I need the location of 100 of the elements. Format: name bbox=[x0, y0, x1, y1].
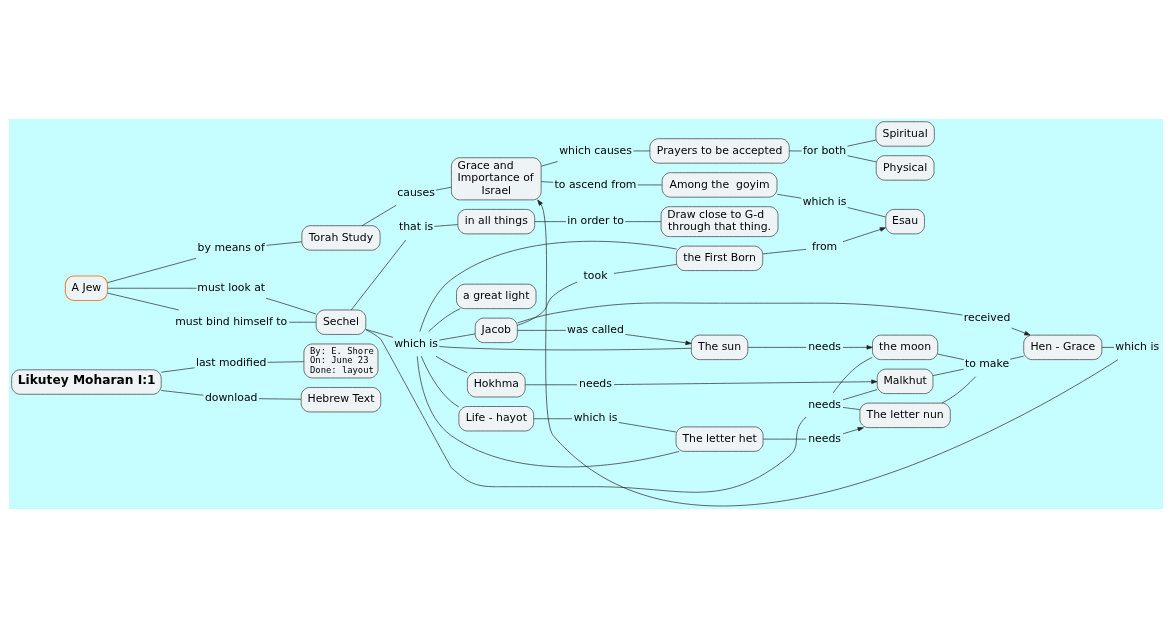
connector bbox=[435, 355, 468, 373]
connector bbox=[265, 297, 317, 314]
connector bbox=[533, 417, 573, 419]
node-box: Grace and Importance of Israel bbox=[451, 156, 542, 200]
connector bbox=[534, 220, 567, 222]
connector bbox=[107, 292, 180, 310]
node-box: the First Born bbox=[676, 245, 764, 271]
node-text: received bbox=[963, 310, 1011, 324]
arrow bbox=[624, 333, 692, 345]
arrow bbox=[842, 344, 873, 350]
arrow bbox=[613, 379, 878, 385]
node-box: Sechel bbox=[315, 309, 367, 335]
node-box: a great light bbox=[456, 283, 537, 309]
connector bbox=[517, 281, 578, 326]
node-text: that is bbox=[398, 219, 434, 233]
connector bbox=[1009, 355, 1025, 360]
connector bbox=[847, 206, 886, 217]
node-text: which is bbox=[1115, 339, 1160, 353]
connector bbox=[420, 355, 460, 407]
connector bbox=[747, 346, 807, 348]
connector bbox=[267, 360, 305, 363]
node-box: Prayers to be accepted bbox=[649, 137, 790, 163]
connector bbox=[524, 383, 578, 385]
arrow bbox=[1011, 327, 1031, 335]
node-text: from bbox=[811, 239, 838, 253]
connector bbox=[350, 239, 407, 310]
node-box: The letter nun bbox=[859, 402, 951, 428]
node-box: Life - hayot bbox=[458, 405, 534, 431]
node-box: in all things bbox=[457, 208, 535, 234]
connector bbox=[762, 438, 807, 439]
connector bbox=[762, 248, 807, 254]
node-text: needs bbox=[808, 431, 841, 445]
node-box: Jacob bbox=[474, 317, 518, 343]
node-text: which causes bbox=[559, 143, 632, 157]
arrow bbox=[842, 226, 886, 242]
node-box: Hen - Grace bbox=[1023, 334, 1103, 360]
connector bbox=[107, 257, 197, 283]
node-text: download bbox=[204, 390, 258, 404]
connector bbox=[416, 355, 680, 467]
connector bbox=[288, 321, 317, 323]
node-text: to ascend from bbox=[554, 177, 637, 191]
node-box: the moon bbox=[872, 334, 939, 360]
node-text: last modified bbox=[195, 355, 267, 369]
node-box: Malkhut bbox=[876, 368, 934, 394]
node-box: Hokhma bbox=[467, 371, 526, 397]
connector bbox=[434, 223, 458, 227]
connector bbox=[438, 345, 692, 350]
connector bbox=[776, 193, 802, 199]
connector bbox=[941, 375, 976, 403]
node-box: Torah Study bbox=[301, 224, 381, 250]
connector bbox=[161, 366, 196, 373]
node-text: took bbox=[583, 268, 608, 282]
connector bbox=[618, 421, 677, 432]
node-box: Esau bbox=[885, 208, 925, 234]
connector bbox=[842, 406, 861, 410]
arrow bbox=[842, 426, 864, 434]
connector bbox=[613, 263, 677, 274]
node-box: Spiritual bbox=[875, 120, 935, 147]
connector bbox=[361, 204, 397, 226]
node-text: was called bbox=[567, 322, 624, 336]
node-text: for both bbox=[803, 143, 847, 157]
arrow bbox=[537, 199, 1119, 505]
connector bbox=[541, 180, 554, 183]
node-text: needs bbox=[808, 339, 841, 353]
node-text: by means of bbox=[197, 240, 265, 254]
connector bbox=[419, 240, 677, 332]
node-box: Draw close to G-d through that thing. bbox=[660, 205, 779, 237]
node-text: must look at bbox=[197, 280, 266, 294]
node-box: The letter het bbox=[675, 426, 764, 452]
node-box: A Jew bbox=[64, 274, 109, 301]
connector bbox=[541, 160, 558, 166]
node-text: needs bbox=[579, 376, 612, 390]
connector bbox=[937, 353, 965, 360]
node-text: which is bbox=[394, 336, 438, 350]
node-box: Among the goyim bbox=[661, 171, 778, 197]
node-text: must bind himself to bbox=[175, 314, 288, 328]
connector bbox=[161, 389, 204, 396]
connector bbox=[842, 388, 878, 400]
node-text: which is bbox=[573, 410, 618, 424]
node-box: Hebrew Text bbox=[300, 386, 382, 412]
connector bbox=[439, 333, 476, 340]
node-box: By: E. Shore On: June 23 Done: layout bbox=[303, 343, 379, 378]
connector bbox=[428, 307, 461, 332]
connector bbox=[847, 154, 877, 162]
connector bbox=[365, 328, 807, 493]
connector bbox=[517, 329, 567, 331]
node-text: causes bbox=[397, 185, 435, 199]
connector bbox=[624, 220, 662, 222]
connector bbox=[435, 186, 452, 190]
node-box: The sun bbox=[691, 334, 749, 360]
node-box: Likutey Moharan I:1 bbox=[11, 368, 162, 395]
connector bbox=[1101, 346, 1115, 348]
node-text: in order to bbox=[567, 213, 624, 227]
node-text: needs bbox=[808, 397, 841, 411]
connector bbox=[847, 139, 877, 146]
node-box: Physical bbox=[875, 154, 935, 180]
connector bbox=[266, 240, 303, 246]
connector bbox=[932, 368, 964, 376]
node-text: to make bbox=[964, 356, 1010, 370]
connector bbox=[517, 302, 963, 323]
